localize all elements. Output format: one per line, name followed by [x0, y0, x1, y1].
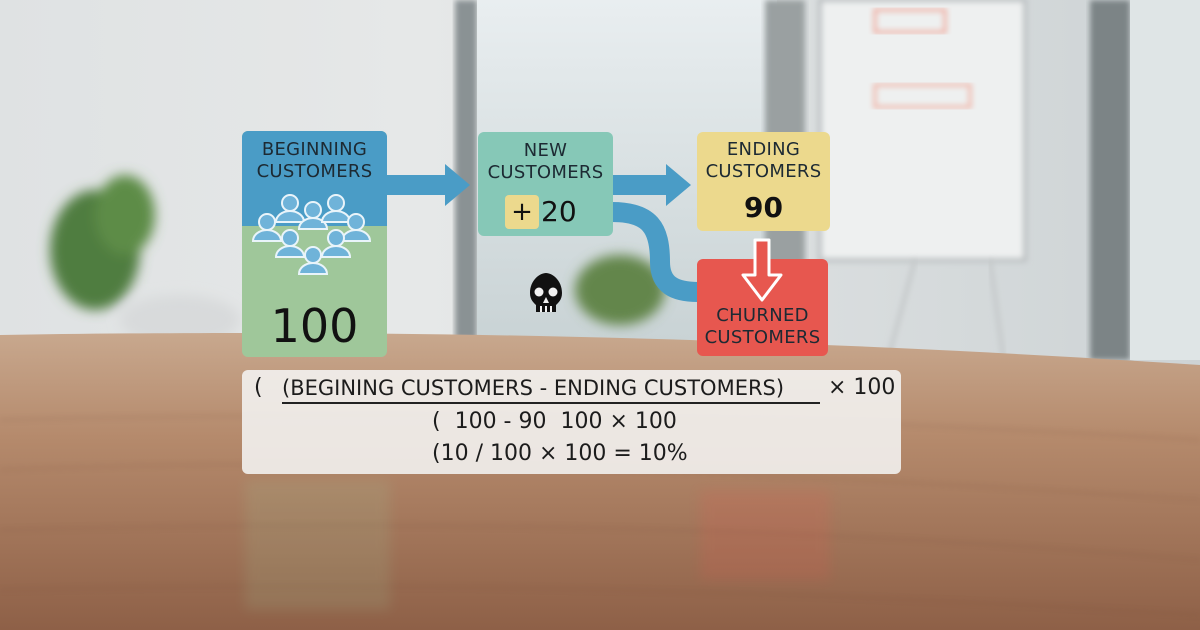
beginning-customers-value: 100: [270, 299, 359, 353]
new-customers-plus: +: [511, 197, 533, 227]
formula-numerator: (BEGINING CUSTOMERS - ENDING CUSTOMERS): [282, 374, 820, 404]
churned-customers-label: CHURNED CUSTOMERS: [697, 305, 828, 349]
flow-arrow-new-to-churned: [611, 202, 699, 302]
beginning-customers-label: BEGINNING CUSTOMERS: [242, 139, 387, 183]
ending-customers-label: ENDING CUSTOMERS: [697, 139, 830, 183]
flow-arrow-new-to-ending: [613, 164, 691, 206]
beginning-customers-box: [242, 131, 387, 357]
ending-title-line2: CUSTOMERS: [705, 161, 822, 182]
new-title-line2: CUSTOMERS: [487, 162, 604, 183]
skull-icon: [530, 273, 562, 312]
ending-customers-value: 90: [744, 191, 783, 224]
new-customers-value: 20: [541, 195, 577, 228]
churned-customers-box: [697, 259, 828, 356]
people-group-icon: [251, 194, 372, 275]
formula-multiplier: × 100: [828, 375, 896, 400]
new-title-line1: NEW: [523, 140, 568, 161]
formula-line-substitution: ( 100 - 90 100 × 100: [432, 409, 677, 434]
new-customers-label: NEW CUSTOMERS: [478, 140, 613, 184]
plus-badge: [505, 195, 539, 229]
churn-formula-panel: ( (BEGINING CUSTOMERS - ENDING CUSTOMERS…: [242, 370, 901, 474]
beginning-title-line2: CUSTOMERS: [256, 161, 373, 182]
churned-title-line1: CHURNED: [716, 305, 809, 326]
beginning-title-line1: BEGINNING: [261, 139, 368, 160]
ending-customers-box: [697, 132, 830, 231]
flow-arrow-beginning-to-new: [387, 164, 470, 206]
churned-title-line2: CUSTOMERS: [704, 327, 821, 348]
ending-title-line1: ENDING: [726, 139, 801, 160]
formula-open-paren: (: [254, 375, 263, 400]
down-arrow-icon: [741, 238, 783, 302]
formula-line-result: (10 / 100 × 100 = 10%: [432, 441, 688, 466]
